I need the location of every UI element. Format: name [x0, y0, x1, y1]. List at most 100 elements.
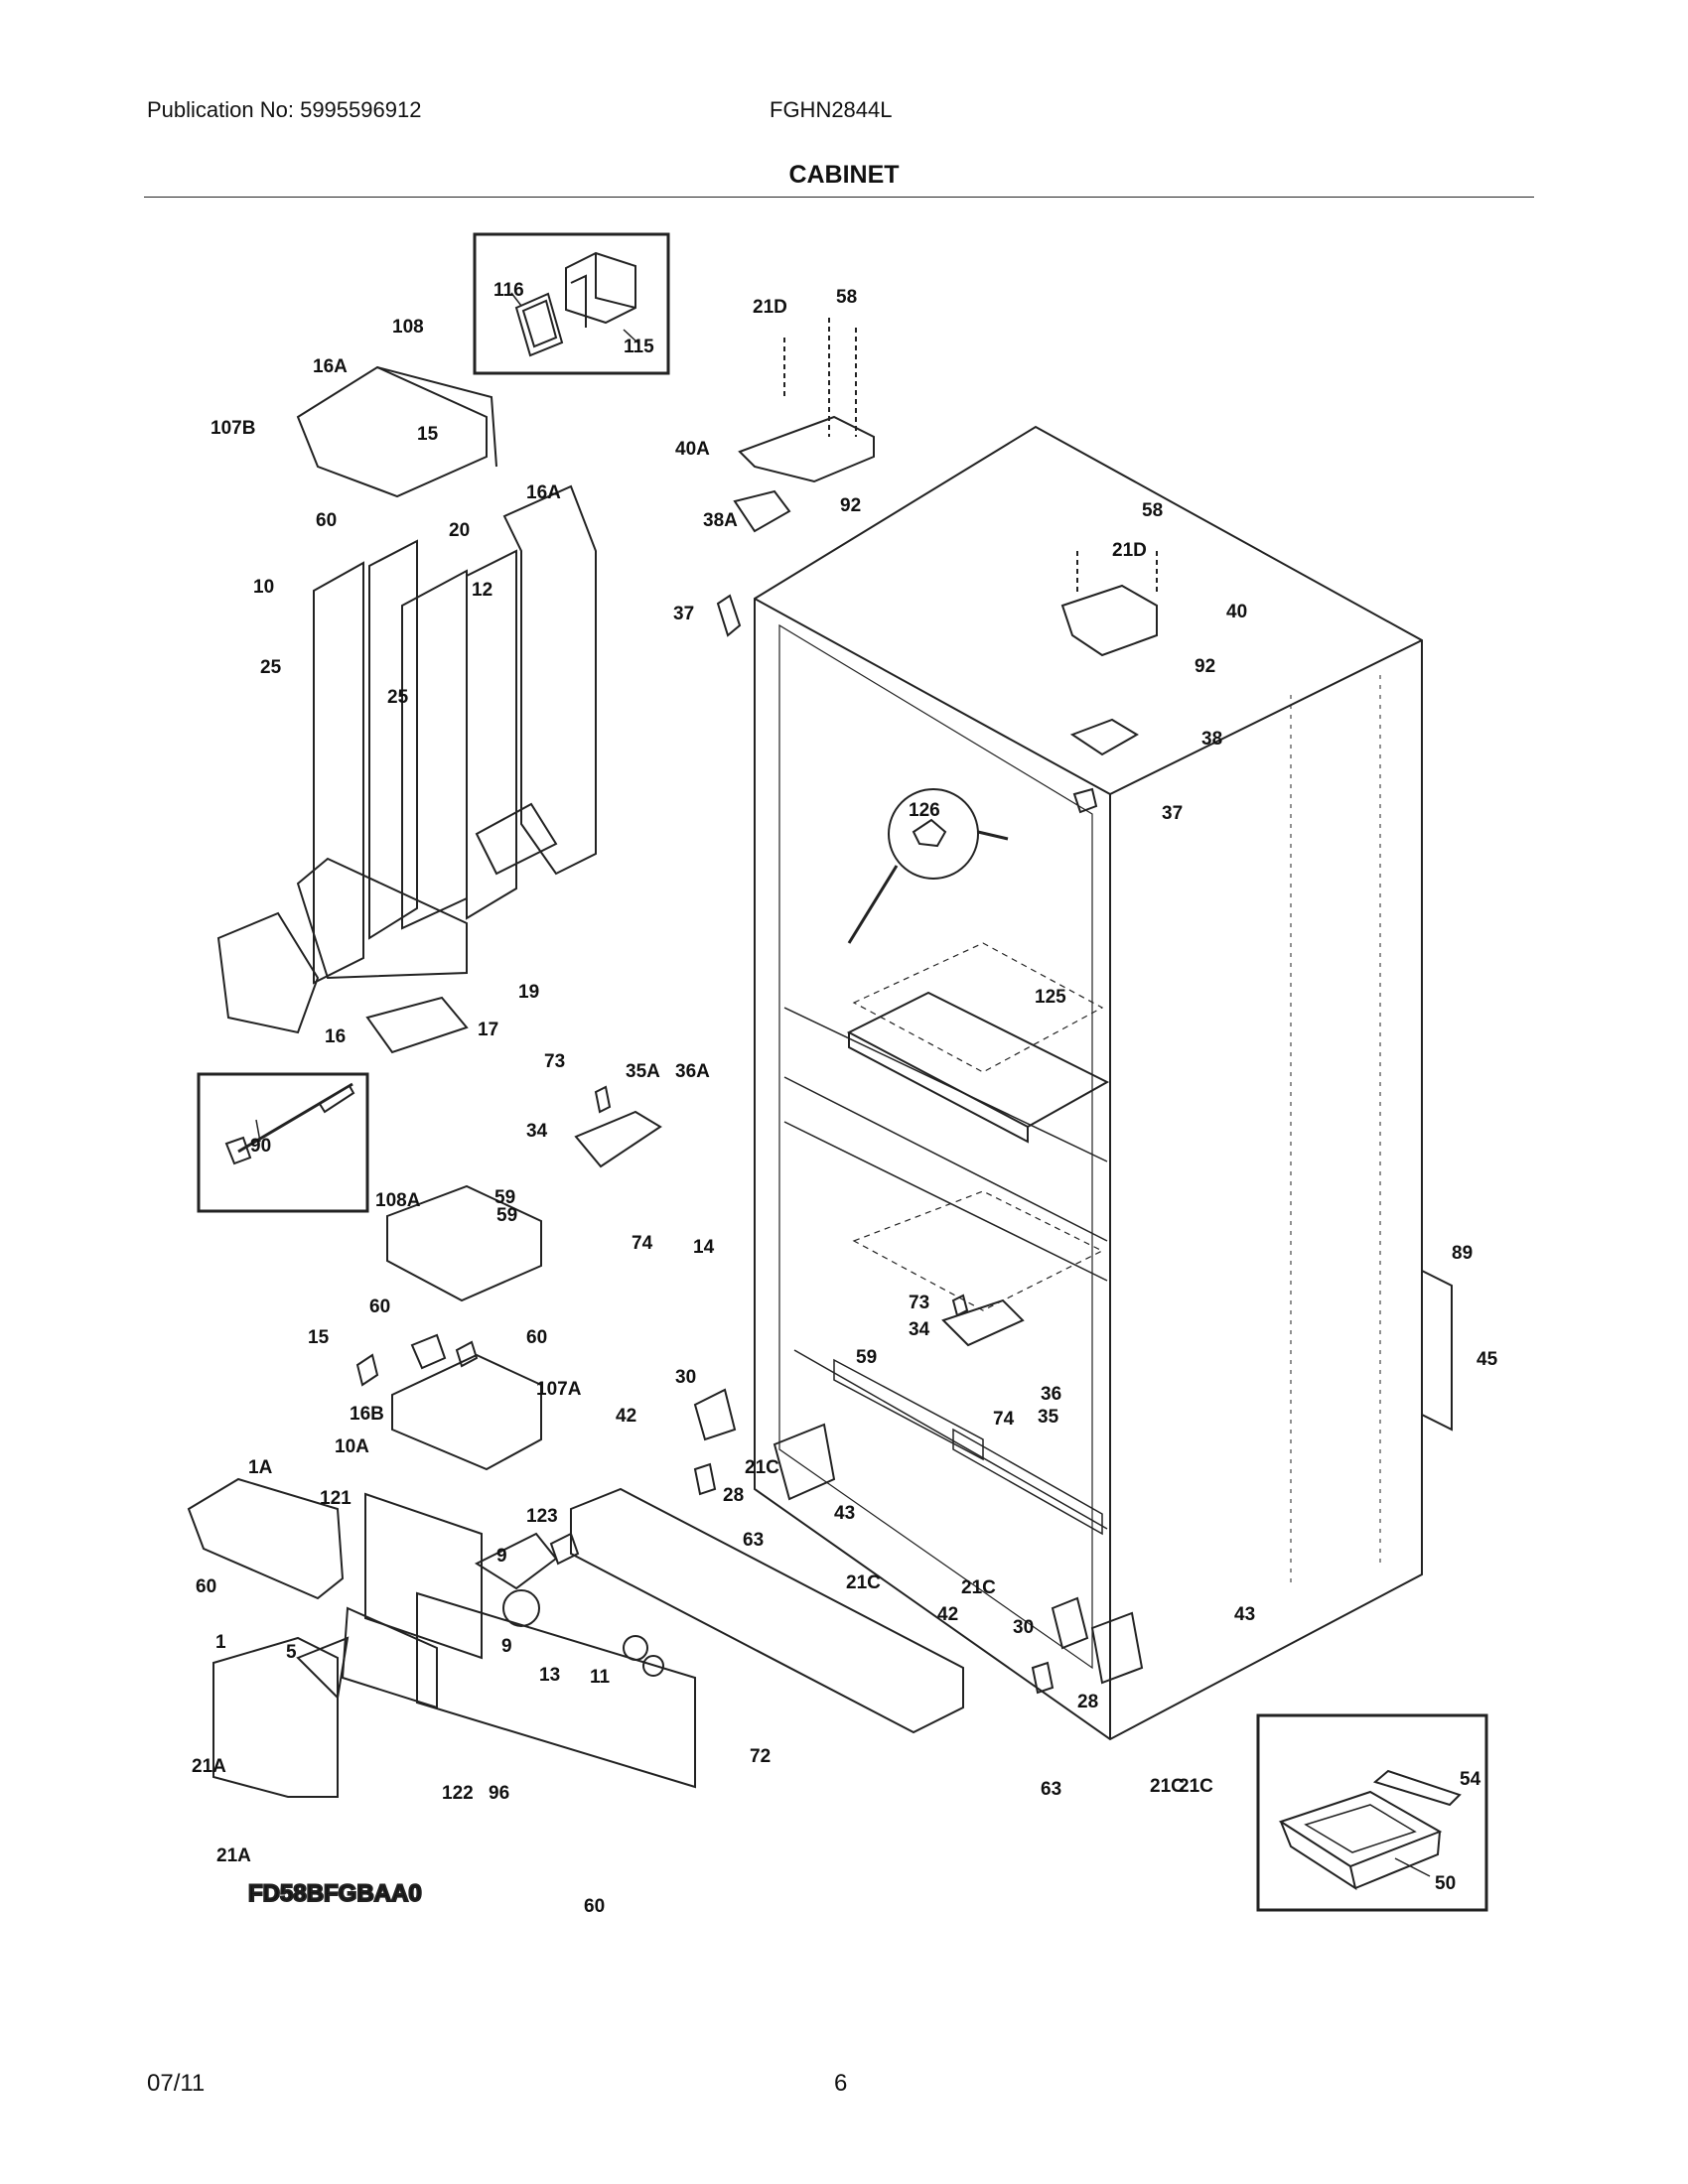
part-label: 96: [489, 1783, 509, 1804]
part-label: 43: [1234, 1604, 1255, 1625]
part-label: 37: [673, 604, 694, 624]
footer-page-number: 6: [834, 2070, 848, 2097]
part-label: 19: [518, 982, 539, 1003]
part-label: 45: [1477, 1349, 1498, 1370]
part-label: 107B: [211, 418, 255, 439]
part-label: 73: [909, 1293, 929, 1313]
part-label: 25: [260, 657, 282, 678]
part-label: 60: [196, 1576, 216, 1597]
part-label: 1: [215, 1632, 226, 1653]
part-label: 63: [1041, 1779, 1061, 1800]
top-hinge-right: [1060, 551, 1158, 814]
part-label: 50: [1435, 1873, 1456, 1894]
front-panel-assembly: [187, 1477, 696, 1798]
part-label: 92: [1195, 656, 1215, 677]
callout-126: [847, 788, 1009, 944]
part-label: 74: [632, 1233, 653, 1254]
part-label: 34: [909, 1319, 930, 1340]
part-label: 35A: [626, 1061, 660, 1082]
part-label: 38A: [703, 510, 738, 531]
bottom-hinges: [693, 1388, 1144, 1695]
part-label: 58: [1142, 500, 1163, 521]
part-label: 21C: [1179, 1776, 1213, 1797]
part-label: 123: [526, 1506, 558, 1527]
model-number: FGHN2844L: [770, 97, 893, 122]
part-label: 72: [750, 1746, 771, 1767]
shelf-part: [846, 991, 1110, 1144]
part-label: 15: [417, 424, 439, 445]
part-label: 30: [675, 1367, 696, 1388]
part-label: 12: [472, 580, 492, 601]
side-bracket: [1421, 1269, 1453, 1432]
part-label: 16: [325, 1026, 346, 1047]
part-label: 15: [308, 1327, 330, 1348]
part-label: 21A: [192, 1756, 226, 1777]
part-label: 17: [478, 1020, 498, 1040]
part-label: 121: [320, 1488, 352, 1509]
part-label: 43: [834, 1503, 855, 1524]
part-label: 60: [584, 1896, 605, 1917]
inset-bin: [1256, 1713, 1488, 1912]
part-label: 59: [496, 1205, 517, 1226]
part-label: 16A: [313, 356, 348, 377]
part-label: 21D: [1112, 540, 1147, 561]
part-label: 35: [1038, 1407, 1059, 1428]
part-label: 59: [856, 1347, 877, 1368]
part-label: 60: [526, 1327, 547, 1348]
part-label: 16B: [350, 1404, 384, 1425]
part-label: 92: [840, 495, 861, 516]
part-label: 54: [1460, 1769, 1481, 1790]
ice-maker-assembly: [355, 1184, 542, 1471]
part-label: 90: [250, 1136, 271, 1157]
part-label: 122: [442, 1783, 474, 1804]
footer-date: 07/11: [147, 2070, 206, 2097]
cabinet-body: [754, 425, 1423, 1741]
part-label: 21C: [745, 1457, 779, 1478]
part-label: 10A: [335, 1436, 369, 1457]
part-label: 11: [590, 1667, 611, 1688]
part-label: 25: [387, 687, 409, 708]
part-label: 30: [1013, 1617, 1034, 1638]
hinge-mid: [574, 1085, 1025, 1347]
part-label: 38: [1201, 729, 1222, 750]
part-label: 28: [723, 1485, 744, 1506]
part-label: 21D: [753, 297, 787, 318]
part-label: 40: [1226, 602, 1247, 622]
part-label: 108: [392, 317, 424, 338]
part-label: 42: [937, 1604, 958, 1625]
part-label: 36A: [675, 1061, 710, 1082]
part-label: 9: [501, 1636, 512, 1657]
part-label: 60: [369, 1297, 390, 1317]
part-label: 107A: [536, 1379, 582, 1400]
freezer-panel-assembly: [216, 365, 597, 1054]
part-label: 14: [693, 1237, 715, 1258]
part-label: 125: [1035, 987, 1066, 1008]
part-label: 9: [496, 1546, 507, 1567]
part-label: 37: [1162, 803, 1183, 824]
part-label: 21A: [216, 1845, 251, 1866]
part-label: 58: [836, 287, 857, 308]
part-label: 63: [743, 1530, 764, 1551]
part-label: 126: [909, 800, 940, 821]
top-hinge-left: [716, 318, 875, 637]
part-label: 34: [526, 1121, 548, 1142]
section-title: CABINET: [788, 161, 900, 189]
part-label: 13: [539, 1665, 560, 1686]
part-label: 108A: [375, 1190, 421, 1211]
publication-number: Publication No: 5995596912: [147, 97, 422, 122]
inset-water-tube: [197, 1072, 369, 1213]
toe-grille: [570, 1487, 964, 1734]
part-label: 1A: [248, 1457, 273, 1478]
part-label: 10: [253, 577, 274, 598]
part-label: 89: [1452, 1243, 1473, 1264]
inset-filter-housing: [473, 232, 670, 375]
part-label: 28: [1077, 1692, 1098, 1712]
part-label: 21C: [1150, 1776, 1185, 1797]
part-label: 5: [286, 1642, 297, 1663]
part-label: 36: [1041, 1384, 1061, 1405]
part-label: 21C: [961, 1577, 996, 1598]
diagram-code: FD58BFGBAA0: [248, 1880, 422, 1907]
part-label: 42: [616, 1406, 636, 1427]
